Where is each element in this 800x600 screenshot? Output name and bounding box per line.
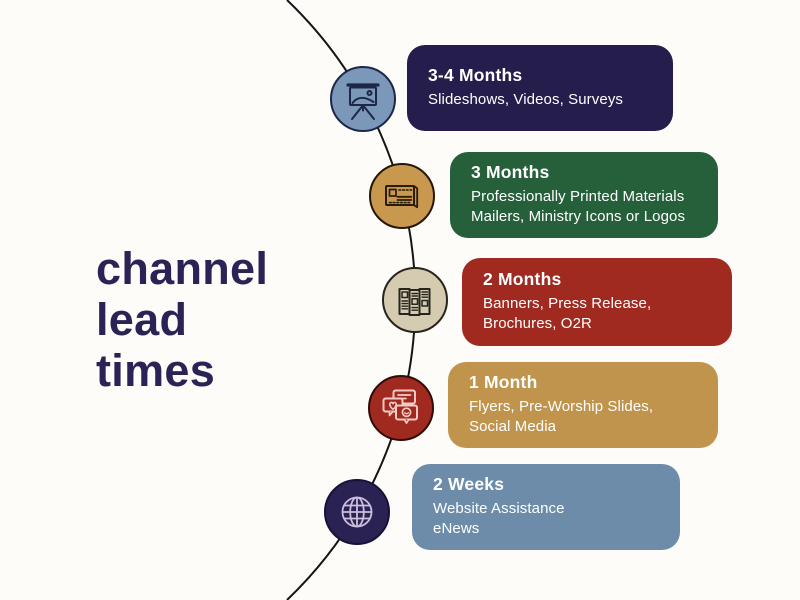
lead-time-card-1-month: 1 Month Flyers, Pre-Worship Slides, Soci… [448,362,718,448]
card-heading: 3 Months [471,161,550,182]
card-description-line: Website Assistance [433,499,565,517]
card-description-line: Social Media [469,417,557,435]
mailer-envelope-icon [385,185,419,209]
page-title: channel lead times [96,243,269,396]
chat-bubbles-icon [382,389,418,424]
timeline-node-3-4-months [330,66,396,132]
card-heading: 2 Weeks [433,473,505,494]
globe-icon [341,496,373,528]
timeline-node-3-months [369,163,435,229]
card-description-line: Professionally Printed Materials [471,187,685,205]
card-description-line: Banners, Press Release, [483,294,652,312]
lead-time-card-3-4-months: 3-4 Months Slideshows, Videos, Surveys [407,45,673,131]
timeline-node-2-months [382,267,448,333]
card-description-line: Brochures, O2R [483,314,592,332]
timeline-node-1-month [368,375,434,441]
card-heading: 2 Months [483,268,562,289]
card-heading: 3-4 Months [428,64,523,85]
card-description-line: Flyers, Pre-Worship Slides, [469,397,654,415]
timeline-node-2-weeks [324,479,390,545]
card-description-line: Mailers, Ministry Icons or Logos [471,207,686,225]
lead-time-card-3-months: 3 Months Professionally Printed Material… [450,152,718,238]
card-description-line: Slideshows, Videos, Surveys [428,90,624,108]
presentation-easel-icon [346,83,380,120]
lead-time-card-2-months: 2 Months Banners, Press Release, Brochur… [462,258,732,346]
card-description-line: eNews [433,519,480,537]
brochure-icon [398,288,431,316]
card-heading: 1 Month [469,371,538,392]
lead-time-card-2-weeks: 2 Weeks Website Assistance eNews [412,464,680,550]
